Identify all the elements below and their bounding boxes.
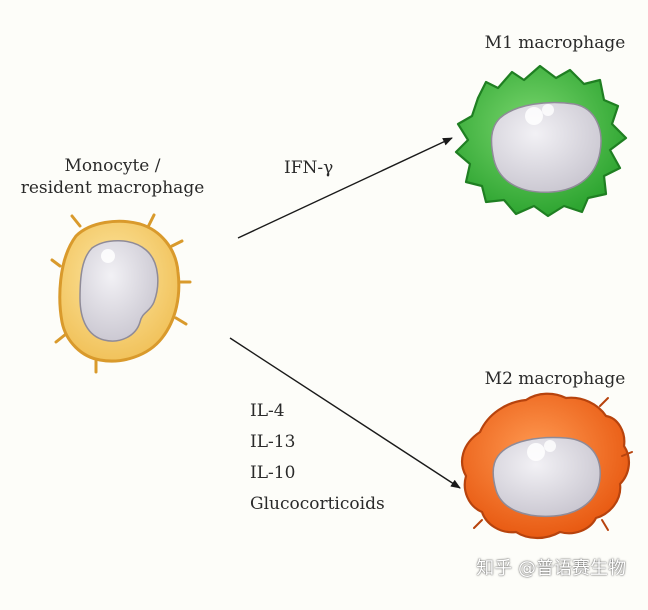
m1-macrophage-cell <box>454 64 628 218</box>
m2-stimulus-item: IL-10 <box>250 463 296 483</box>
m2-stimuli-list: IL-4 IL-13 IL-10 Glucocorticoids <box>250 396 385 520</box>
m2-macrophage-label: M2 macrophage <box>484 369 626 389</box>
monocyte-cell <box>50 213 192 374</box>
m2-stimulus-item: IL-4 <box>250 401 285 421</box>
m1-stimulus-label: IFN-γ <box>284 158 334 178</box>
m2-stimulus-item: IL-13 <box>250 432 296 452</box>
m2-stimulus-item: Glucocorticoids <box>250 494 385 514</box>
monocyte-label: Monocyte / resident macrophage <box>5 155 220 199</box>
m2-macrophage-cell <box>461 392 633 540</box>
m1-macrophage-label: M1 macrophage <box>484 33 626 53</box>
watermark: 知乎 @普语赛生物 <box>476 558 626 579</box>
arrow-to-m2 <box>229 337 461 489</box>
arrow-to-m1 <box>237 137 453 239</box>
monocyte-label-line2: resident macrophage <box>20 178 205 198</box>
monocyte-label-line1: Monocyte / <box>64 156 161 176</box>
